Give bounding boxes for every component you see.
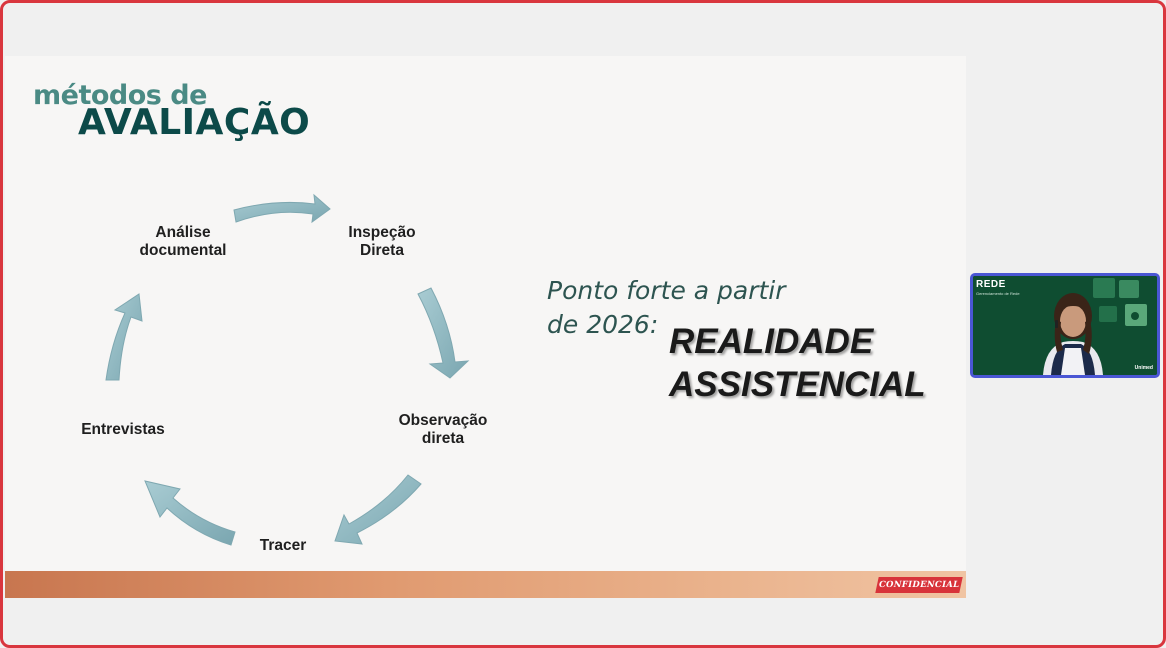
cycle-node-inspecao-line2: Direta (360, 242, 404, 259)
slide-title-line1: métodos de (33, 80, 207, 111)
highlight-intro: Ponto forte a partir de 2026: (547, 274, 847, 342)
cycle-node-observacao-line2: direta (421, 430, 465, 447)
cycle-node-tracer: Tracer (259, 537, 307, 554)
cycle-node-inspecao-line1: Inspeção (348, 224, 416, 241)
cycle-arrow-left (105, 293, 143, 381)
highlight-intro-line2: de 2026: (547, 310, 659, 339)
video-feed (973, 276, 1157, 375)
highlight-intro-line1: Ponto forte a partir (547, 276, 786, 305)
cycle-arrow-right (417, 287, 470, 379)
presentation-slide: métodos de AVALIAÇÃO Análise documental … (5, 56, 966, 598)
slide-footer-band (5, 571, 966, 598)
cycle-arrow-top (233, 193, 331, 224)
cycle-arrow-lower-right (334, 474, 422, 545)
cycle-diagram (105, 193, 470, 546)
video-background-sublabel: Gerenciamento de Rede (976, 291, 1020, 296)
highlight-emphasis-line2: ASSISTENCIAL (669, 365, 926, 404)
confidential-badge: CONFIDENCIAL (875, 577, 963, 593)
cycle-node-inspecao: Inspeção Direta (348, 224, 415, 260)
cycle-node-entrevistas: Entrevistas (81, 421, 165, 438)
video-background-brand: Unimed (1134, 365, 1153, 371)
participant-video-tile[interactable]: REDE Gerenciamento de Rede Unimed (970, 273, 1160, 378)
highlight-emphasis: REALIDADE ASSISTENCIAL (669, 320, 926, 406)
cycle-arrow-lower-left (144, 480, 236, 546)
cycle-node-analise: Análise documental (140, 224, 227, 260)
cycle-node-analise-line1: Análise (155, 224, 211, 241)
highlight-emphasis-line1: REALIDADE (669, 322, 874, 361)
cycle-node-observacao: Observação direta (399, 412, 488, 448)
slide-title-line2: AVALIAÇÃO (78, 102, 311, 143)
cycle-node-observacao-line1: Observação (398, 412, 488, 429)
cycle-node-analise-line2: documental (139, 242, 227, 259)
video-background-label: REDE (976, 279, 1006, 290)
